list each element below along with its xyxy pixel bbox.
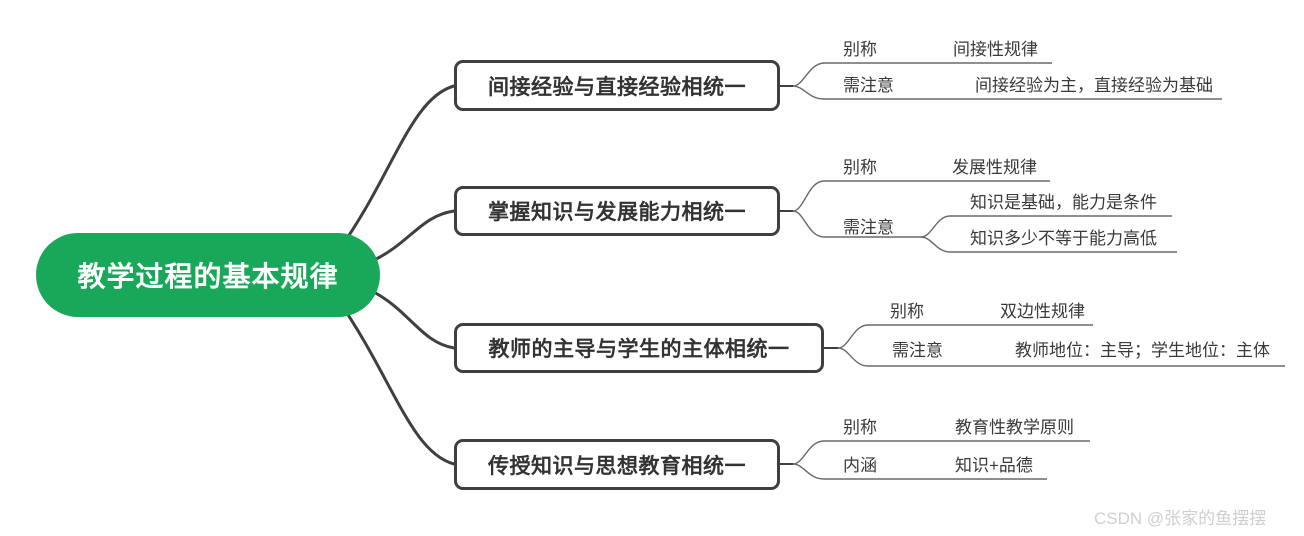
attr-label[interactable]: 别称 bbox=[843, 158, 877, 177]
attr-label[interactable]: 需注意 bbox=[843, 76, 894, 95]
attr-label[interactable]: 内涵 bbox=[843, 456, 877, 475]
attr-value[interactable]: 知识是基础，能力是条件 bbox=[970, 193, 1157, 212]
attr-label[interactable]: 需注意 bbox=[843, 218, 894, 237]
branch-node-indirect-direct-experience[interactable]: 间接经验与直接经验相统一 bbox=[454, 60, 780, 111]
branch-node-knowledge-ability[interactable]: 掌握知识与发展能力相统一 bbox=[454, 186, 780, 236]
root-node[interactable]: 教学过程的基本规律 bbox=[36, 233, 380, 317]
branch-node-teacher-student[interactable]: 教师的主导与学生的主体相统一 bbox=[454, 323, 824, 373]
branch-node-knowledge-moral[interactable]: 传授知识与思想教育相统一 bbox=[454, 439, 780, 490]
attr-label[interactable]: 别称 bbox=[890, 302, 924, 321]
attr-label[interactable]: 别称 bbox=[843, 418, 877, 437]
attr-value[interactable]: 间接性规律 bbox=[953, 40, 1038, 59]
attr-label[interactable]: 别称 bbox=[843, 40, 877, 59]
attr-value[interactable]: 知识+品德 bbox=[955, 456, 1033, 475]
attr-value[interactable]: 双边性规律 bbox=[1000, 302, 1085, 321]
attr-value[interactable]: 教师地位：主导；学生地位：主体 bbox=[1015, 341, 1270, 360]
attr-value[interactable]: 间接经验为主，直接经验为基础 bbox=[975, 76, 1213, 95]
csdn-watermark: CSDN @张家的鱼摆摆 bbox=[1094, 509, 1267, 528]
attr-label[interactable]: 需注意 bbox=[892, 341, 943, 360]
attr-value[interactable]: 发展性规律 bbox=[952, 158, 1037, 177]
attr-value[interactable]: 知识多少不等于能力高低 bbox=[970, 229, 1157, 248]
attr-value[interactable]: 教育性教学原则 bbox=[955, 418, 1074, 437]
